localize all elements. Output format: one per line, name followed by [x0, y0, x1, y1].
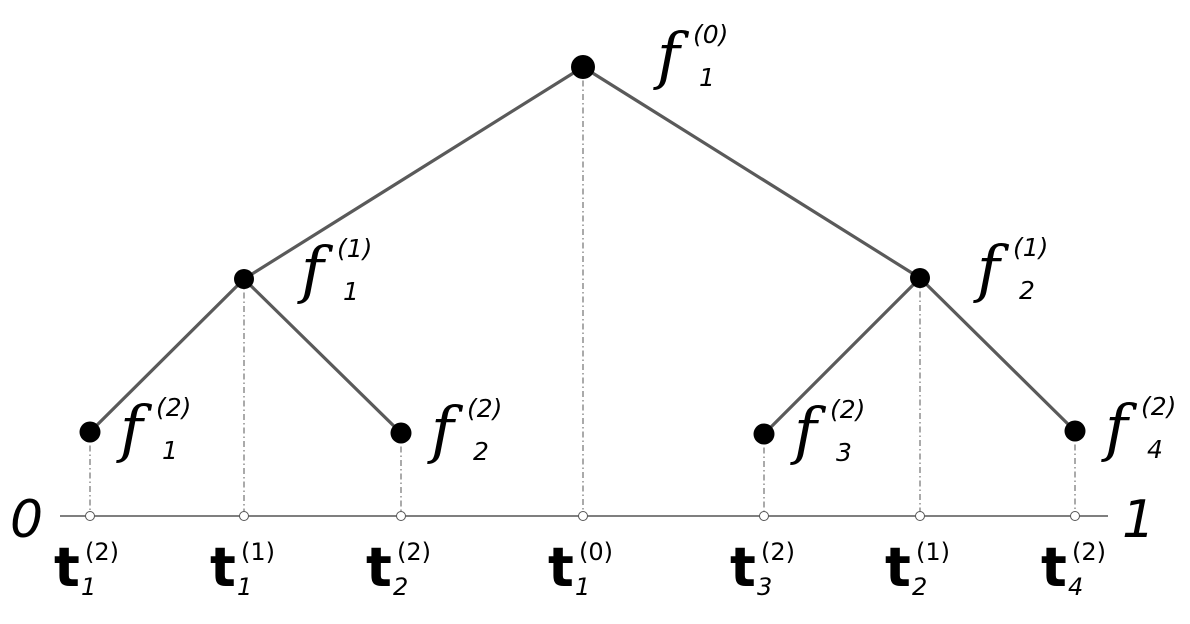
- tick-label-superscript: (1): [241, 538, 275, 566]
- node-f0_1: [571, 55, 595, 79]
- tick-label-symbol: t: [548, 536, 574, 599]
- tick-label-2: t(1) 1: [210, 536, 275, 601]
- node-label-f2_2: f(2) 2: [427, 393, 502, 466]
- axis-end-label: 1: [1122, 490, 1155, 550]
- node-label-symbol: f: [1101, 391, 1138, 464]
- node-label-symbol: f: [653, 19, 690, 92]
- node-label-f1_1: f(1) 1: [297, 233, 372, 306]
- tick-label-subscript: 1: [81, 573, 96, 601]
- tick-label-symbol: t: [54, 536, 80, 599]
- node-label-subscript: 1: [699, 63, 715, 92]
- tree-nodes: [79, 55, 1086, 445]
- node-f2_4: [1064, 420, 1086, 442]
- tick-label-subscript: 3: [757, 573, 772, 601]
- node-f1_1: [234, 269, 254, 289]
- tick-label-subscript: 2: [393, 573, 408, 601]
- node-f1_2: [910, 268, 930, 288]
- edge-f1_1-f2_2: [242, 277, 403, 435]
- node-label-subscript: 3: [836, 438, 852, 467]
- tick-label-4: t(0) 1: [548, 536, 613, 601]
- axis-tick-4: [578, 511, 588, 521]
- node-label-subscript: 1: [162, 436, 178, 465]
- tick-label-symbol: t: [730, 536, 756, 599]
- edge-f1_1-f2_1: [88, 277, 246, 434]
- tick-label-subscript: 1: [575, 573, 590, 601]
- node-label-f0_1: f(0) 1: [653, 19, 728, 92]
- edge-f1_2-f2_4: [918, 276, 1077, 433]
- node-label-superscript: (2): [1141, 392, 1176, 421]
- tick-label-superscript: (2): [1072, 538, 1106, 566]
- projection-lines: [89, 67, 1076, 516]
- node-label-subscript: 1: [343, 277, 359, 306]
- node-label-symbol: f: [297, 233, 334, 306]
- node-label-superscript: (2): [467, 394, 502, 423]
- axis-tick-5: [759, 511, 769, 521]
- tick-label-5: t(2) 3: [730, 536, 795, 601]
- tick-label-symbol: t: [210, 536, 236, 599]
- edge-f0_1-f1_2: [581, 65, 922, 280]
- edge-f1_2-f2_3: [762, 276, 922, 436]
- tick-label-symbol: t: [366, 536, 392, 599]
- tick-label-3: t(2) 2: [366, 536, 431, 601]
- node-label-superscript: (0): [693, 20, 728, 49]
- node-f2_3: [753, 423, 775, 445]
- node-label-symbol: f: [973, 232, 1010, 305]
- tree-edges: [88, 65, 1077, 436]
- node-label-subscript: 2: [473, 437, 489, 466]
- node-label-subscript: 4: [1147, 435, 1163, 464]
- node-label-symbol: f: [790, 394, 827, 467]
- edge-f0_1-f1_1: [242, 65, 585, 281]
- tick-label-superscript: (0): [579, 538, 613, 566]
- tick-label-subscript: 4: [1068, 573, 1083, 601]
- node-f2_2: [390, 422, 412, 444]
- tick-label-6: t(1) 2: [885, 536, 950, 601]
- axis-start-label: 0: [10, 490, 43, 550]
- tick-label-superscript: (2): [761, 538, 795, 566]
- node-label-f2_4: f(2) 4: [1101, 391, 1176, 464]
- node-label-f2_3: f(2) 3: [790, 394, 865, 467]
- tick-label-symbol: t: [1041, 536, 1067, 599]
- tick-label-superscript: (1): [916, 538, 950, 566]
- tick-label-superscript: (2): [85, 538, 119, 566]
- tick-label-subscript: 1: [237, 573, 252, 601]
- tick-label-1: t(2) 1: [54, 536, 119, 601]
- node-label-superscript: (2): [830, 395, 865, 424]
- axis-tick-6: [915, 511, 925, 521]
- node-label-symbol: f: [427, 393, 464, 466]
- node-label-superscript: (1): [337, 234, 372, 263]
- tick-label-subscript: 2: [912, 573, 927, 601]
- node-label-f1_2: f(1) 2: [973, 232, 1048, 305]
- node-label-superscript: (2): [156, 393, 191, 422]
- axis-ticks: [85, 511, 1080, 521]
- node-label-symbol: f: [116, 392, 153, 465]
- axis-tick-1: [85, 511, 95, 521]
- tick-label-symbol: t: [885, 536, 911, 599]
- node-label-superscript: (1): [1013, 233, 1048, 262]
- axis-tick-3: [396, 511, 406, 521]
- node-f2_1: [79, 421, 101, 443]
- axis-tick-7: [1070, 511, 1080, 521]
- tick-label-superscript: (2): [397, 538, 431, 566]
- node-label-f2_1: f(2) 1: [116, 392, 191, 465]
- tick-label-7: t(2) 4: [1041, 536, 1106, 601]
- axis-tick-2: [239, 511, 249, 521]
- node-label-subscript: 2: [1019, 276, 1035, 305]
